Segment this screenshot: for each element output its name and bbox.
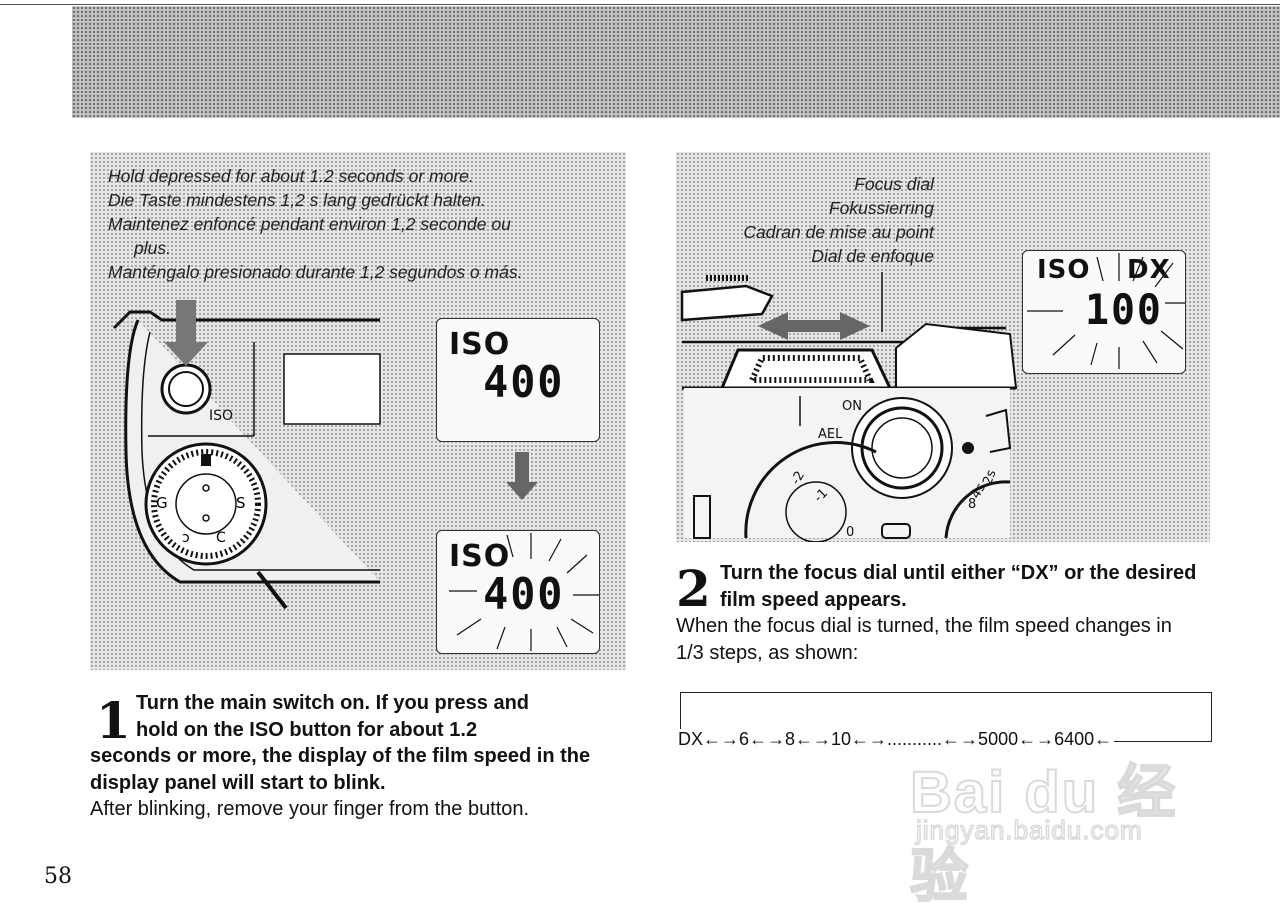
caption-line: Fokussierring: [828, 198, 934, 218]
film-speed-sequence: DX←→6←→8←→10←→...........←→5000←→6400←: [676, 729, 1115, 750]
lcd-film-speed-blinking: 400: [483, 569, 565, 620]
caption-line: Maintenez enfoncé pendant environ 1,2 se…: [108, 214, 511, 234]
caption-line: Cadran de mise au point: [743, 222, 934, 242]
iso-button-figure: Hold depressed for about 1.2 seconds or …: [90, 152, 626, 670]
top-rule: [0, 4, 1280, 5]
iso-button-label: ISO: [209, 408, 233, 424]
watermark-url: jingyan.baidu.com: [915, 814, 1143, 846]
lcd-film-speed: 400: [483, 357, 565, 408]
caption-line: Die Taste mindestens 1,2 s lang gedrückt…: [108, 190, 486, 210]
lcd-iso-label: ISO: [1037, 255, 1091, 285]
dial-letter: C: [216, 530, 226, 546]
caption-line: Focus dial: [854, 174, 934, 194]
turn-arrow-icon: [758, 312, 870, 340]
lcd-iso-label: ISO: [449, 327, 511, 362]
camera-label-on: ON: [842, 399, 862, 414]
page-number: 58: [44, 864, 72, 889]
blink-lines: [1027, 253, 1185, 369]
caption-line: Manténgalo presionado durante 1,2 segund…: [108, 262, 523, 282]
camera-label: 0: [846, 525, 854, 540]
step-2: 2 Turn the focus dial until either “DX” …: [676, 560, 1216, 667]
watermark-main: Bai du 经验: [909, 759, 1178, 906]
step-heading: Turn the focus dial until either “DX” or…: [720, 562, 1197, 611]
camera-label: 2s: [980, 468, 999, 487]
step-heading-rest: seconds or more, the display of the film…: [90, 745, 591, 794]
lcd-iso-label: ISO: [449, 539, 511, 574]
step-heading-line: hold on the ISO button for about 1.2: [136, 718, 478, 741]
blink-lines: [449, 533, 599, 651]
camera-front-illustration: ON AEL 2s 4s 8 -2 -1 0: [680, 272, 1018, 542]
camera-label-ael: AEL: [818, 427, 843, 442]
header-band: [72, 6, 1280, 118]
caption-line: plus.: [134, 238, 171, 258]
dial-letter: G: [156, 494, 168, 512]
lcd-dx-label: DX: [1127, 255, 1171, 285]
step-number: 2: [676, 559, 711, 618]
lcd-panel-blinking: ISO 400: [436, 530, 600, 654]
camera-label: 4s: [968, 481, 989, 502]
step-body: After blinking, remove your finger from …: [90, 798, 530, 820]
dial-letter: ↄ: [182, 530, 190, 546]
down-arrow-icon: [515, 452, 529, 482]
step-1: 1 Turn the main switch on. If you press …: [90, 690, 630, 823]
hold-caption: Hold depressed for about 1.2 seconds or …: [108, 164, 618, 284]
camera-top-illustration: ISO G S C ↄ: [112, 300, 538, 610]
focus-dial-figure: Focus dial Fokussierring Cadran de mise …: [676, 152, 1210, 542]
lcd-film-speed-blinking: 100: [1085, 285, 1163, 334]
step-heading-line: Turn the main switch on. If you press an…: [136, 692, 530, 714]
caption-line: Dial de enfoque: [811, 246, 934, 266]
dial-letter: S: [236, 494, 246, 512]
focus-dial-caption: Focus dial Fokussierring Cadran de mise …: [674, 172, 934, 268]
lcd-panel-dx: ISO DX 100: [1022, 250, 1186, 374]
lcd-panel-steady: ISO 400: [436, 318, 600, 442]
camera-label: 8: [968, 497, 976, 512]
step-number: 1: [96, 691, 131, 750]
step-body: When the focus dial is turned, the film …: [676, 615, 1172, 664]
watermark-logo: Bai du 经验 jingyan.baidu.com: [909, 745, 1210, 906]
caption-line: Hold depressed for about 1.2 seconds or …: [108, 166, 474, 186]
